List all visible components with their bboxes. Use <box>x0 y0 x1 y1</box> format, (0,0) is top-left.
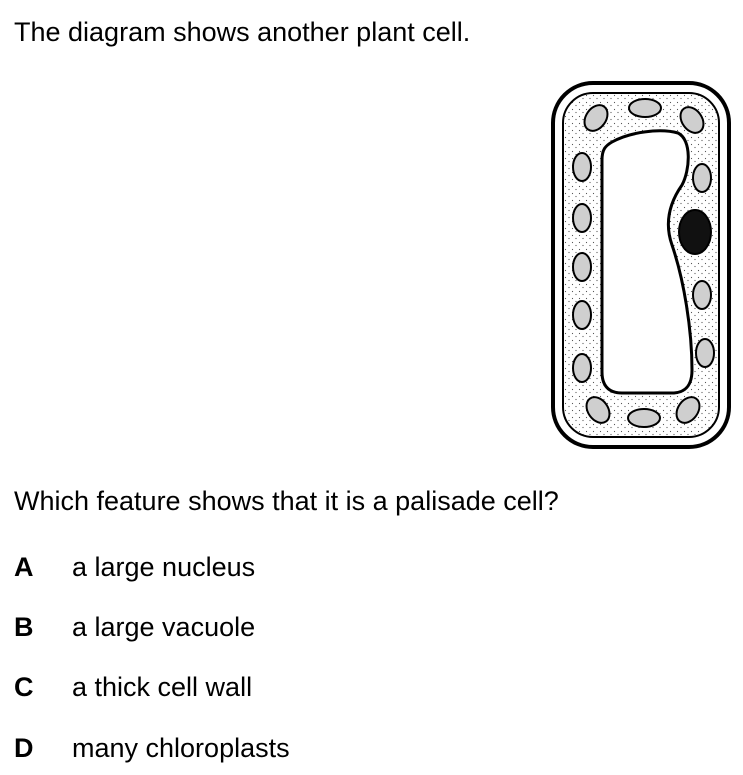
option-letter: A <box>14 552 34 582</box>
option-letter: B <box>14 612 34 642</box>
chloroplast <box>692 163 712 193</box>
chloroplast <box>572 252 592 282</box>
option-letter: C <box>14 672 34 702</box>
chloroplast <box>628 98 662 118</box>
option-text: many chloroplasts <box>72 733 290 763</box>
chloroplast <box>695 338 715 368</box>
chloroplast <box>675 396 701 424</box>
question-text: Which feature shows that it is a palisad… <box>14 486 559 516</box>
option-text: a large nucleus <box>72 552 256 582</box>
plant-cell-diagram <box>551 81 731 449</box>
option-text: a thick cell wall <box>72 672 253 702</box>
chloroplast <box>627 408 661 428</box>
chloroplast <box>572 353 592 383</box>
option-text: a large vacuole <box>72 612 256 642</box>
chloroplast <box>692 280 712 310</box>
nucleus <box>678 209 712 255</box>
vacuole <box>600 129 694 395</box>
chloroplast <box>679 106 705 134</box>
chloroplast <box>572 152 592 182</box>
chloroplasts <box>572 98 715 428</box>
chloroplast <box>572 203 592 233</box>
chloroplast <box>585 396 611 424</box>
intro-text: The diagram shows another plant cell. <box>14 17 471 47</box>
chloroplast <box>572 300 592 330</box>
chloroplast <box>583 104 609 132</box>
option-letter: D <box>14 733 34 763</box>
